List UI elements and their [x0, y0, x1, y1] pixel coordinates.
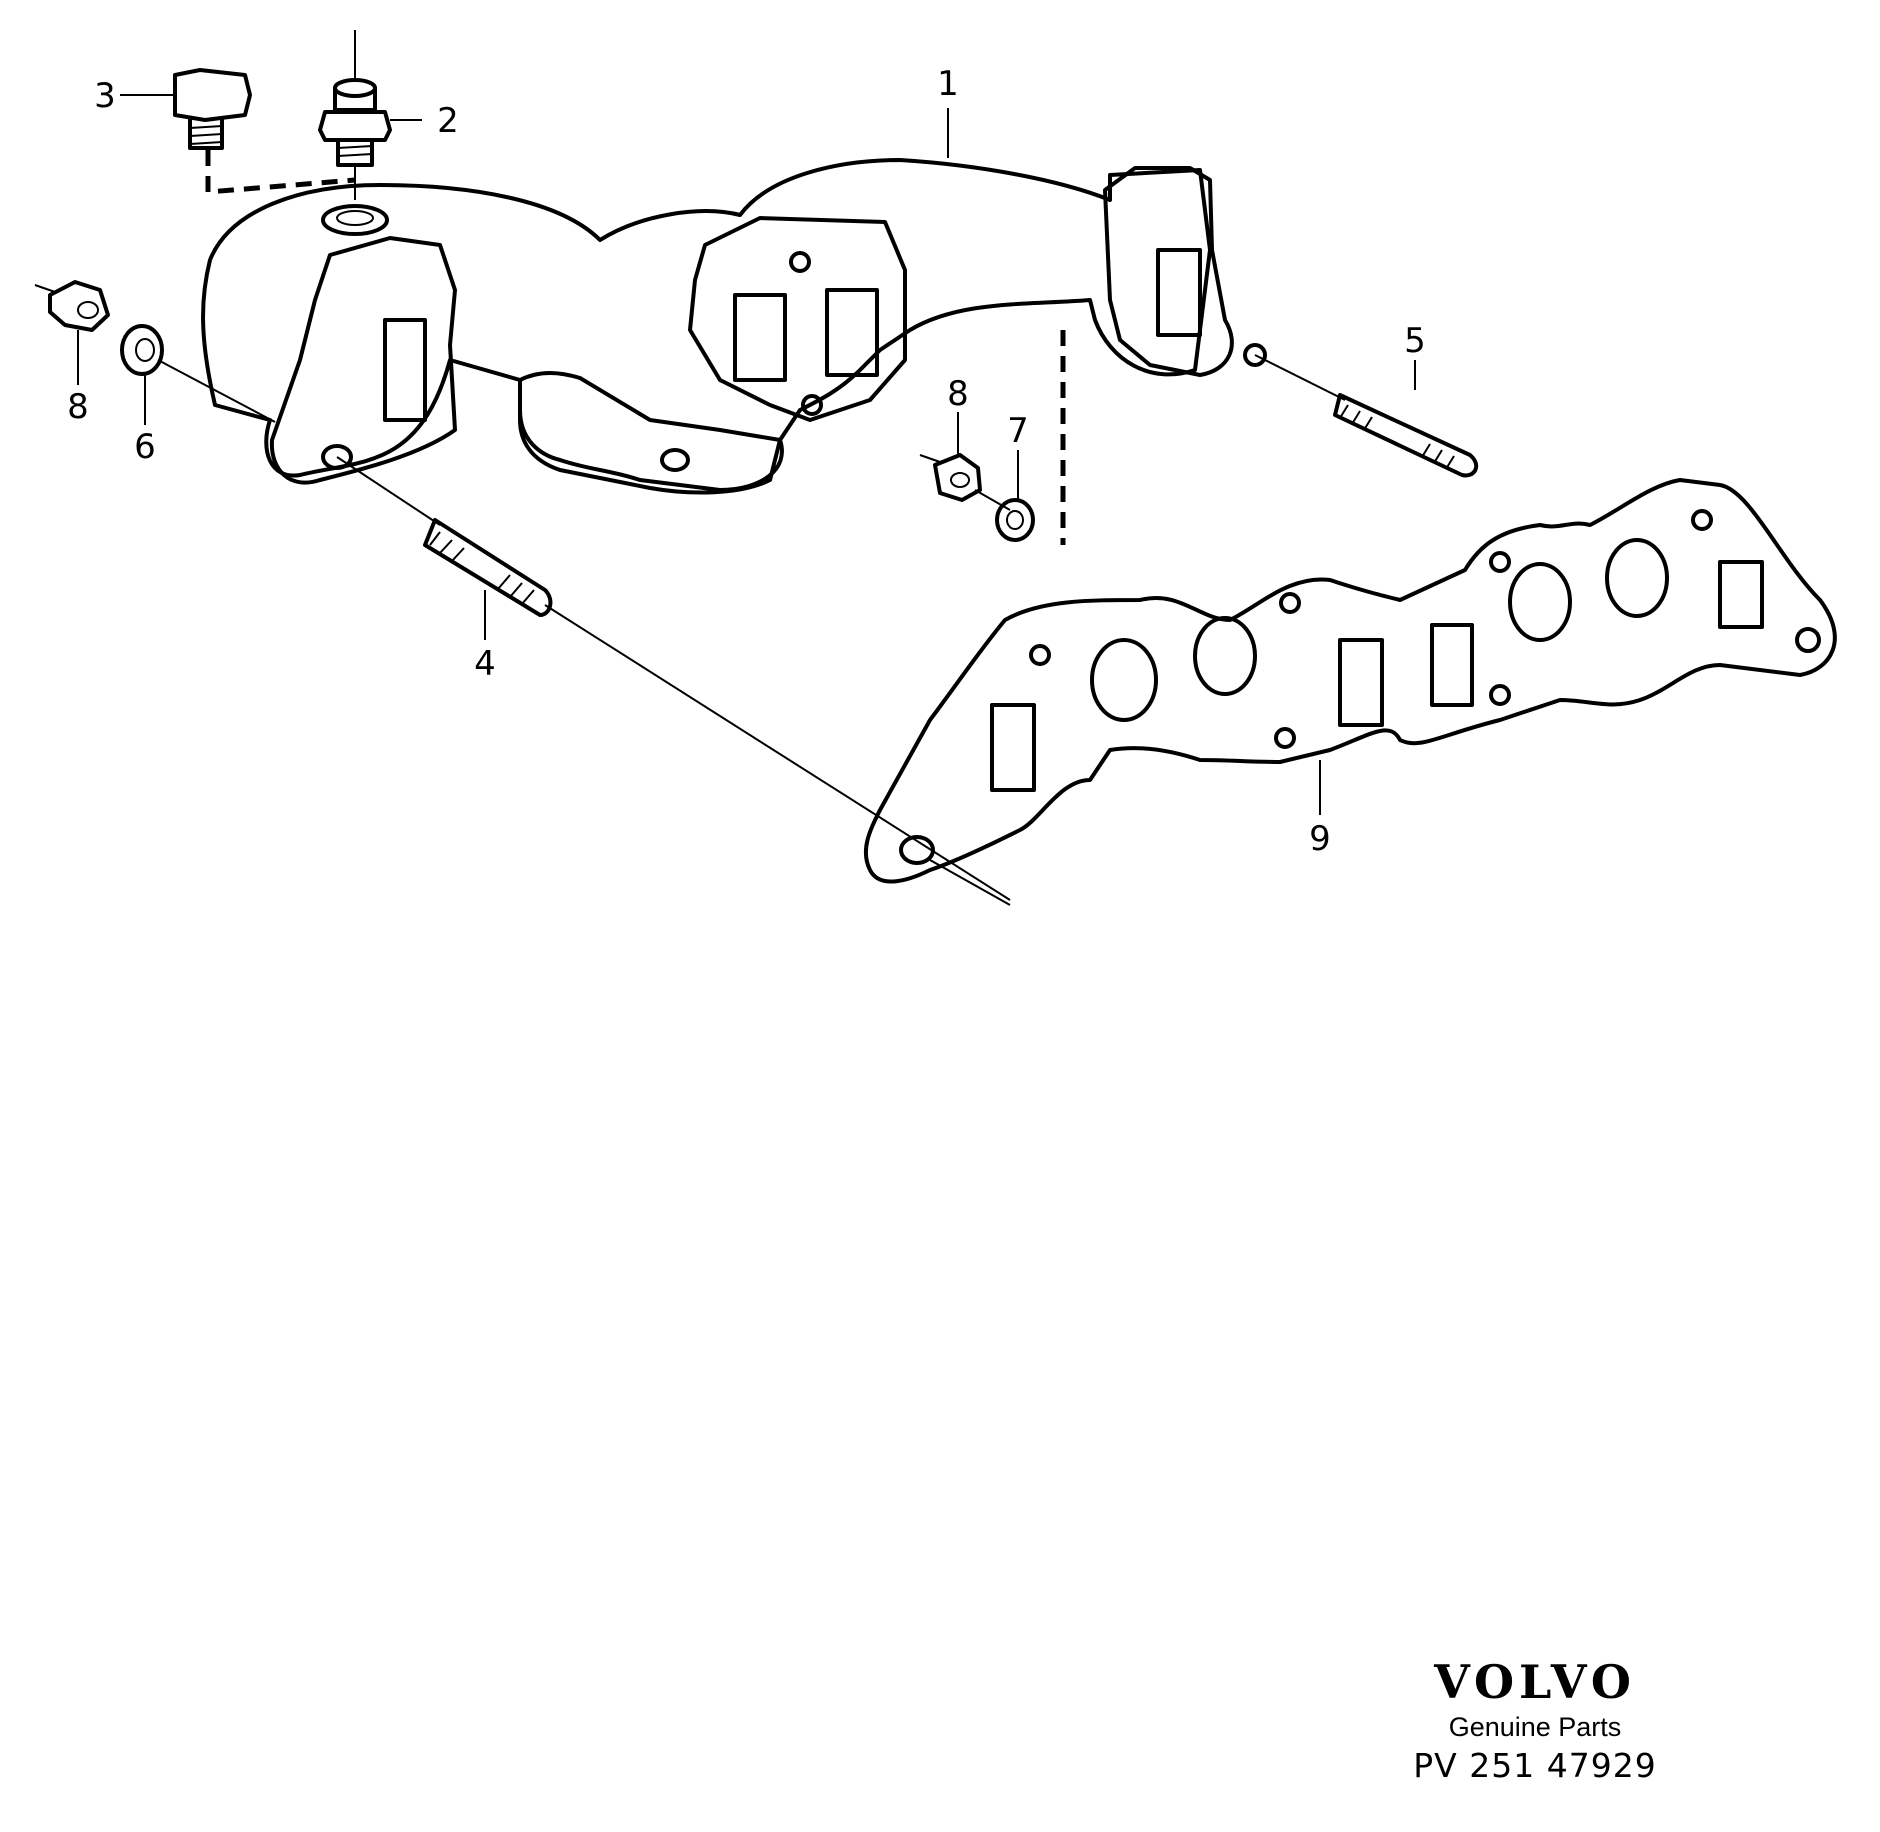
part-code: PV 251 47929	[1413, 1746, 1657, 1785]
callout-3: 3	[94, 76, 116, 116]
nut-left	[34, 280, 110, 385]
cap-screw	[120, 68, 356, 195]
stud-short	[1254, 354, 1479, 478]
callout-1: 1	[937, 64, 959, 104]
callout-2: 2	[437, 101, 459, 141]
callout-4: 4	[474, 644, 496, 684]
stud-long	[336, 456, 1011, 901]
callout-9: 9	[1309, 819, 1331, 859]
plug	[318, 30, 422, 200]
callout-6: 6	[134, 427, 156, 467]
callout-8-left: 8	[67, 387, 89, 427]
gasket	[863, 478, 1837, 906]
brand-subtitle: Genuine Parts	[1448, 1712, 1622, 1742]
callout-5: 5	[1404, 321, 1426, 361]
volvo-logo: VOLVO	[1434, 1655, 1636, 1709]
brand-block: VOLVO Genuine Parts PV 251 47929	[1410, 1655, 1660, 1787]
nut-right	[919, 412, 982, 502]
washer-left	[120, 324, 276, 425]
washer-right	[974, 450, 1035, 542]
exhaust-manifold	[201, 158, 1267, 545]
callout-7: 7	[1007, 411, 1029, 451]
callout-8-right: 8	[947, 374, 969, 414]
